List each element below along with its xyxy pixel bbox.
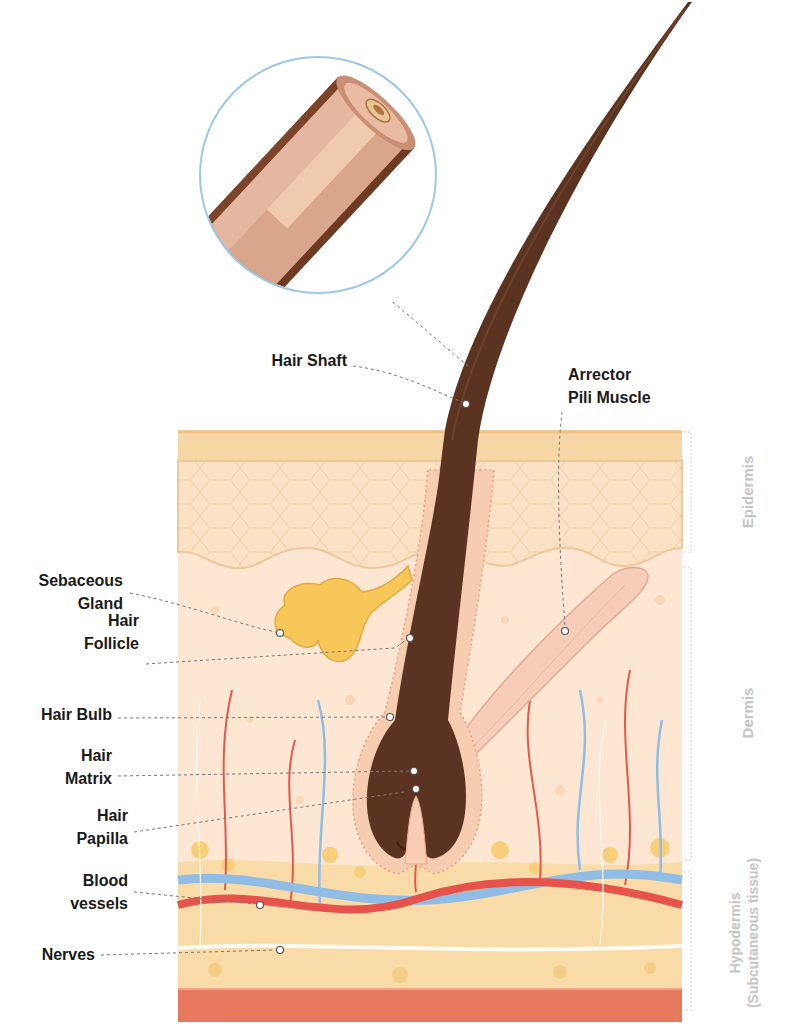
sebaceous-gland <box>275 566 412 661</box>
leader-line <box>130 593 276 632</box>
zoom-cross-section <box>103 66 425 401</box>
zoom-cross-section <box>103 57 470 401</box>
blood-vessels <box>178 882 682 909</box>
leader-line <box>559 412 565 626</box>
dermis-layer <box>501 616 509 624</box>
part-label: Hair Shaft <box>271 349 347 372</box>
hypodermis-layer <box>529 862 541 874</box>
layer-bracket <box>684 432 691 552</box>
arrector-pili-muscle <box>470 585 625 750</box>
dermis-layer <box>597 697 603 703</box>
leader-dot <box>277 630 284 637</box>
dermis-layer <box>345 695 355 705</box>
part-label: Hair Matrix <box>50 744 112 790</box>
part-label: Hair Follicle <box>75 609 139 655</box>
hypodermis-layer <box>553 965 567 979</box>
zoom-cross-section <box>200 57 436 293</box>
leader-line <box>353 366 462 402</box>
blood-vessels <box>318 700 325 905</box>
blood-vessels <box>289 740 295 905</box>
zoom-cross-section <box>337 75 415 150</box>
zoom-cross-section <box>372 103 386 117</box>
leader-dot <box>277 947 284 954</box>
nerves <box>178 946 682 950</box>
blood-vessels <box>224 690 232 890</box>
layer-label: Dermis <box>739 653 757 773</box>
zoom-cross-section <box>393 302 470 368</box>
zoom-cross-section <box>103 66 425 401</box>
dermis-layer <box>296 796 304 804</box>
hair-shaft <box>452 8 686 440</box>
hair-papilla <box>405 796 427 864</box>
hypodermis-layer <box>392 967 408 983</box>
layer-bracket <box>684 872 691 1010</box>
part-label: Sebaceous Gland <box>31 569 123 615</box>
nerves <box>599 720 605 945</box>
sebaceous-gland <box>275 566 412 661</box>
hypodermis-layer <box>322 847 338 863</box>
part-label: Nerves <box>42 943 95 966</box>
leader-dot <box>387 714 394 721</box>
part-label: Hair Papilla <box>66 804 128 850</box>
layer-bracket <box>684 432 691 1010</box>
blood-vessels <box>528 700 541 880</box>
zoom-cross-section <box>362 95 393 126</box>
hypodermis-layer <box>354 866 366 878</box>
part-label: Hair Bulb <box>41 703 112 726</box>
epidermis-layer <box>178 430 682 462</box>
leader-dot <box>257 902 264 909</box>
leader-dot <box>407 635 414 642</box>
dermis-layer <box>211 606 219 614</box>
leader-dot <box>562 628 569 635</box>
hypodermis-layer <box>178 988 682 1022</box>
part-label: Blood vessels <box>62 869 128 915</box>
leader-dot <box>257 401 569 954</box>
zoom-cross-section <box>200 57 436 293</box>
leader-line <box>134 892 255 904</box>
zoom-cross-section <box>204 83 408 293</box>
epidermis-layer <box>178 431 682 434</box>
leader-dot <box>411 768 418 775</box>
dermis-layer <box>555 785 565 795</box>
leader-line <box>118 717 385 718</box>
zoom-cross-section <box>327 66 425 160</box>
part-label: Arrector Pili Muscle <box>568 363 656 409</box>
epidermis-layer <box>178 460 682 462</box>
blood-vessels <box>578 690 585 870</box>
leader-line <box>134 792 404 832</box>
hypodermis-layer <box>491 841 509 859</box>
hypodermis-layer <box>221 858 235 872</box>
leader-line <box>118 771 409 776</box>
dermis-layer <box>655 595 665 605</box>
leader-line <box>146 640 406 664</box>
hypodermis-layer <box>602 847 618 863</box>
hypodermis-layer <box>178 860 682 990</box>
layer-bracket <box>684 567 691 860</box>
leader-line <box>101 366 565 955</box>
blood-vessels <box>625 670 630 885</box>
leader-line <box>101 950 275 955</box>
hypodermis-layer <box>644 962 656 974</box>
blood-vessels <box>657 720 662 880</box>
leader-dot <box>413 786 420 793</box>
hypodermis-layer <box>178 988 682 990</box>
hair-papilla <box>405 796 427 864</box>
layer-label: Epidermis <box>739 432 757 552</box>
layer-label: Hypodermis (Subcutaneous tissue) <box>726 846 762 1020</box>
leader-dot <box>463 401 470 408</box>
hypodermis-layer <box>208 963 222 977</box>
